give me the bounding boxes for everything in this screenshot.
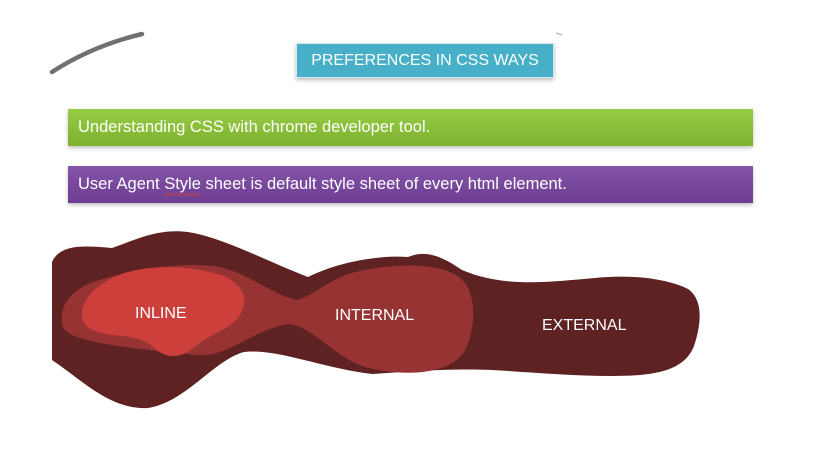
inline-blob <box>81 267 245 357</box>
external-label: EXTERNAL <box>542 317 627 334</box>
purple-bar-text-end: sheet is default style sheet of every ht… <box>200 175 567 193</box>
green-bar-text: Understanding CSS with chrome developer … <box>78 118 431 136</box>
green-info-bar: Understanding CSS with chrome developer … <box>68 109 753 146</box>
decorative-arc <box>49 31 563 75</box>
inline-label: INLINE <box>135 305 187 322</box>
purple-info-bar: User Agent Style sheet is default style … <box>68 166 753 203</box>
internal-label: INTERNAL <box>335 307 415 324</box>
purple-bar-text-start: User Agent <box>78 175 165 193</box>
spellcheck-underlined-word: Style <box>164 175 201 193</box>
slide-title: PREFERENCES IN CSS WAYS <box>296 43 554 78</box>
